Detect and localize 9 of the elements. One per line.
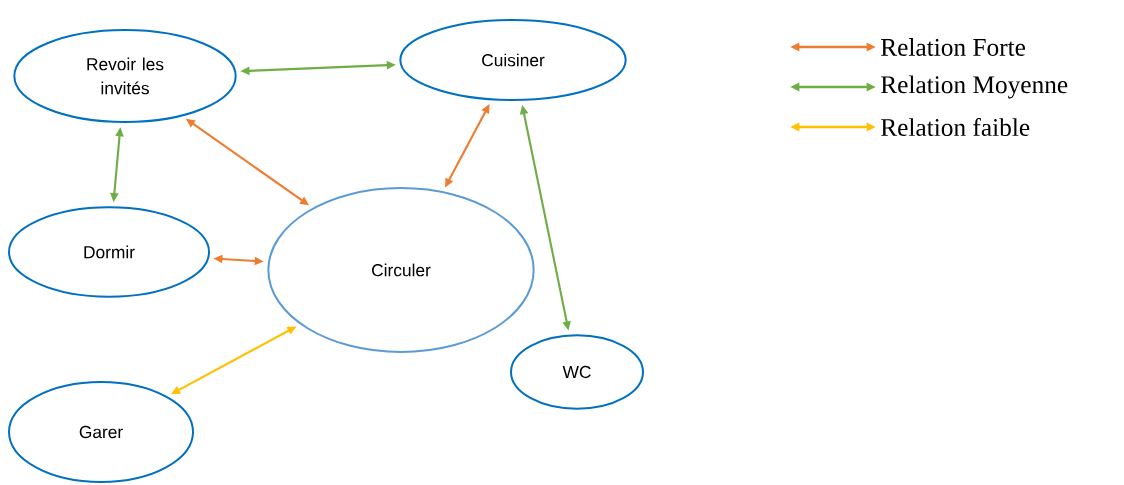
ellipse-node: Dormir	[8, 206, 210, 298]
ellipse-node: WC	[510, 334, 644, 410]
legend-label: Relation Forte	[881, 38, 1026, 56]
ellipse-node: Cuisiner	[399, 19, 627, 101]
ellipse-node: Garer	[8, 381, 194, 483]
legend-label: Relation faible	[881, 117, 1030, 137]
legend-label: Relation Moyenne	[881, 75, 1068, 99]
ellipse-node: Revoir les invités	[13, 29, 237, 123]
ellipse-node: Circuler	[267, 187, 535, 353]
